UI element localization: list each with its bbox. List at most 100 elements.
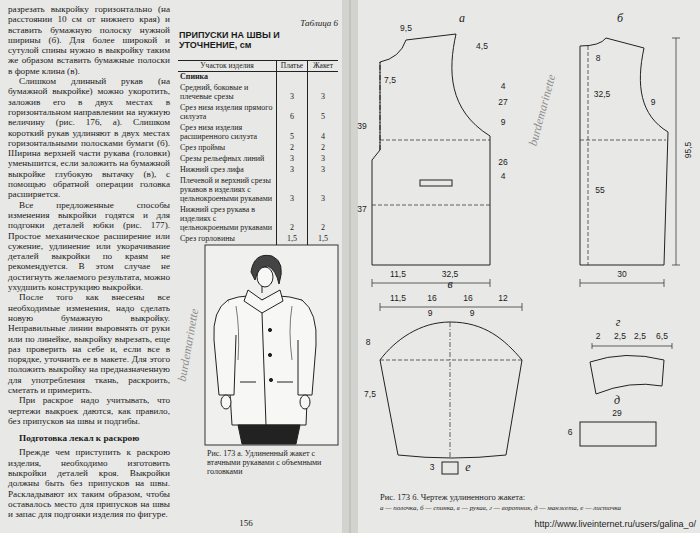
dimension-label: 2 <box>596 332 601 341</box>
dimension-label: 4,5 <box>476 42 488 51</box>
dimension-label: 4 <box>501 172 506 181</box>
allowance-table: Участок изделияПлатьеЖакетСпинкаСредний,… <box>178 60 338 245</box>
front-edge <box>262 313 266 425</box>
table-heading: ПРИПУСКИ НА ШВЫ И УТОЧНЕНИЕ, см <box>179 30 337 51</box>
dimension-label: 32,5 <box>594 90 611 99</box>
table-section: Спинка <box>178 72 276 83</box>
body-paragraph: При раскрое надо учитывать, что чертежи … <box>8 395 170 426</box>
hand <box>221 395 231 409</box>
table-cell: 3 <box>276 154 307 165</box>
dimension-label: 6 <box>568 428 573 437</box>
button <box>269 378 272 381</box>
section-heading: Подготовка лекал к раскрою <box>8 433 170 443</box>
dimension-label: 37 <box>357 205 366 214</box>
table-row: Срез низа изделия расширенного силуэта54 <box>178 123 338 143</box>
waist-line <box>372 205 490 206</box>
dimension-line <box>672 38 680 265</box>
table-row: Спинка <box>178 72 338 83</box>
dimension-label: 9 <box>501 118 506 127</box>
piece-letter: д <box>614 394 620 406</box>
back-piece-outline <box>580 38 668 265</box>
table-cell: 2 <box>276 143 307 154</box>
table-cell: 3 <box>276 83 307 103</box>
table-cell: 4 <box>307 123 338 143</box>
table-cell: 3 <box>307 176 338 205</box>
source-url: http://www.liveinternet.ru/users/galina_… <box>534 520 696 529</box>
dimension-label: 7,5 <box>364 390 376 399</box>
table-cell: 2 <box>307 143 338 154</box>
table-header-cell: Участок изделия <box>178 61 276 71</box>
table-row: Срезы рельефных линий33 <box>178 154 338 165</box>
button <box>268 353 271 356</box>
body-paragraph: После того как внесены все необходимые и… <box>8 292 170 395</box>
dimension-label: 29 <box>612 409 621 418</box>
table-cell: 3 <box>307 154 338 165</box>
cap-line <box>380 360 522 361</box>
collar <box>244 290 283 313</box>
table-row: Срез проймы22 <box>178 143 338 154</box>
gutter-line <box>350 0 351 533</box>
table-cell: 5 <box>276 123 307 143</box>
table-cell: 3 <box>307 83 338 103</box>
table-cell: Срез проймы <box>178 143 276 154</box>
table-cell: Нижний срез лифа <box>178 165 276 176</box>
piece-letter: а <box>459 12 465 24</box>
piece-letter: е <box>465 461 470 473</box>
table-cell-border <box>276 72 307 83</box>
pocket-flap <box>240 382 293 383</box>
body-paragraph: Прежде чем приступить к раскрою изделия,… <box>8 447 170 519</box>
table-cell: 2 <box>307 205 338 234</box>
dimension-label: 3 <box>430 463 435 472</box>
jacket-sleeve <box>298 300 316 395</box>
table-row: Нижний срез лифа33 <box>178 165 338 176</box>
dimension-label: 11,5 <box>390 294 406 303</box>
figure-legend: а — полочка, б — спинка, в — рукав, г — … <box>380 505 680 512</box>
table-cell: 5 <box>307 103 338 123</box>
dimension-label: 16 <box>463 294 472 303</box>
table-header-cell: Жакет <box>307 61 338 71</box>
dimension-label: 95,5 <box>684 142 693 159</box>
table-row: Участок изделияПлатьеЖакет <box>178 60 338 72</box>
piece-letter: г <box>616 316 621 328</box>
dimension-line <box>580 279 664 287</box>
dimension-label: 8 <box>596 54 601 63</box>
table-title: Таблица 6 <box>300 19 338 28</box>
table-cell: Нижний срез рукава в изделиях с цельнокр… <box>178 205 276 234</box>
dimension-label: 27 <box>498 98 507 107</box>
chest-line <box>580 140 666 141</box>
hand <box>300 395 310 409</box>
sleeve-axis <box>450 322 451 458</box>
jacket-illustration <box>214 255 316 444</box>
table-cell: Срезы рельефных линий <box>178 154 276 165</box>
table-cell: Плечевой и верхний срезы рукавов в издел… <box>178 176 276 205</box>
face <box>257 267 273 287</box>
dimension-label: 8 <box>366 338 371 347</box>
dimension-label: 9 <box>651 98 656 107</box>
guide-line <box>588 46 589 265</box>
gutter <box>342 0 358 533</box>
piece-letter: в <box>447 278 452 290</box>
pattern-drawing <box>372 34 680 474</box>
table-cell: 2 <box>276 205 307 234</box>
table-cell: Срез низа изделия расширенного силуэта <box>178 123 276 143</box>
dimension-label: 30 <box>617 270 626 279</box>
dimension-line <box>380 303 522 311</box>
table-cell-border <box>307 72 338 83</box>
dimension-label: 39 <box>357 122 366 131</box>
front-piece-outline <box>372 34 490 265</box>
table-cell: 6 <box>276 103 307 123</box>
figure-caption: Рис. 173 а. Удлиненный жакет с втачными … <box>207 449 339 477</box>
welt-outline <box>442 462 458 474</box>
cuff-outline <box>580 422 656 446</box>
dimension-label: 7,5 <box>384 76 396 85</box>
dimension-line <box>372 279 490 287</box>
body-paragraph: Все предложенные способы изменения выкро… <box>8 200 170 293</box>
table-cell: Срез горловины <box>178 234 276 245</box>
table-cell: 1,5 <box>276 234 307 245</box>
dimension-label: 9 <box>470 309 475 318</box>
page-number: 156 <box>239 519 253 528</box>
dimension-line <box>592 343 672 349</box>
dimension-label: 16 <box>427 294 436 303</box>
dimension-label: 26 <box>498 158 507 167</box>
collar-outline <box>590 355 664 394</box>
